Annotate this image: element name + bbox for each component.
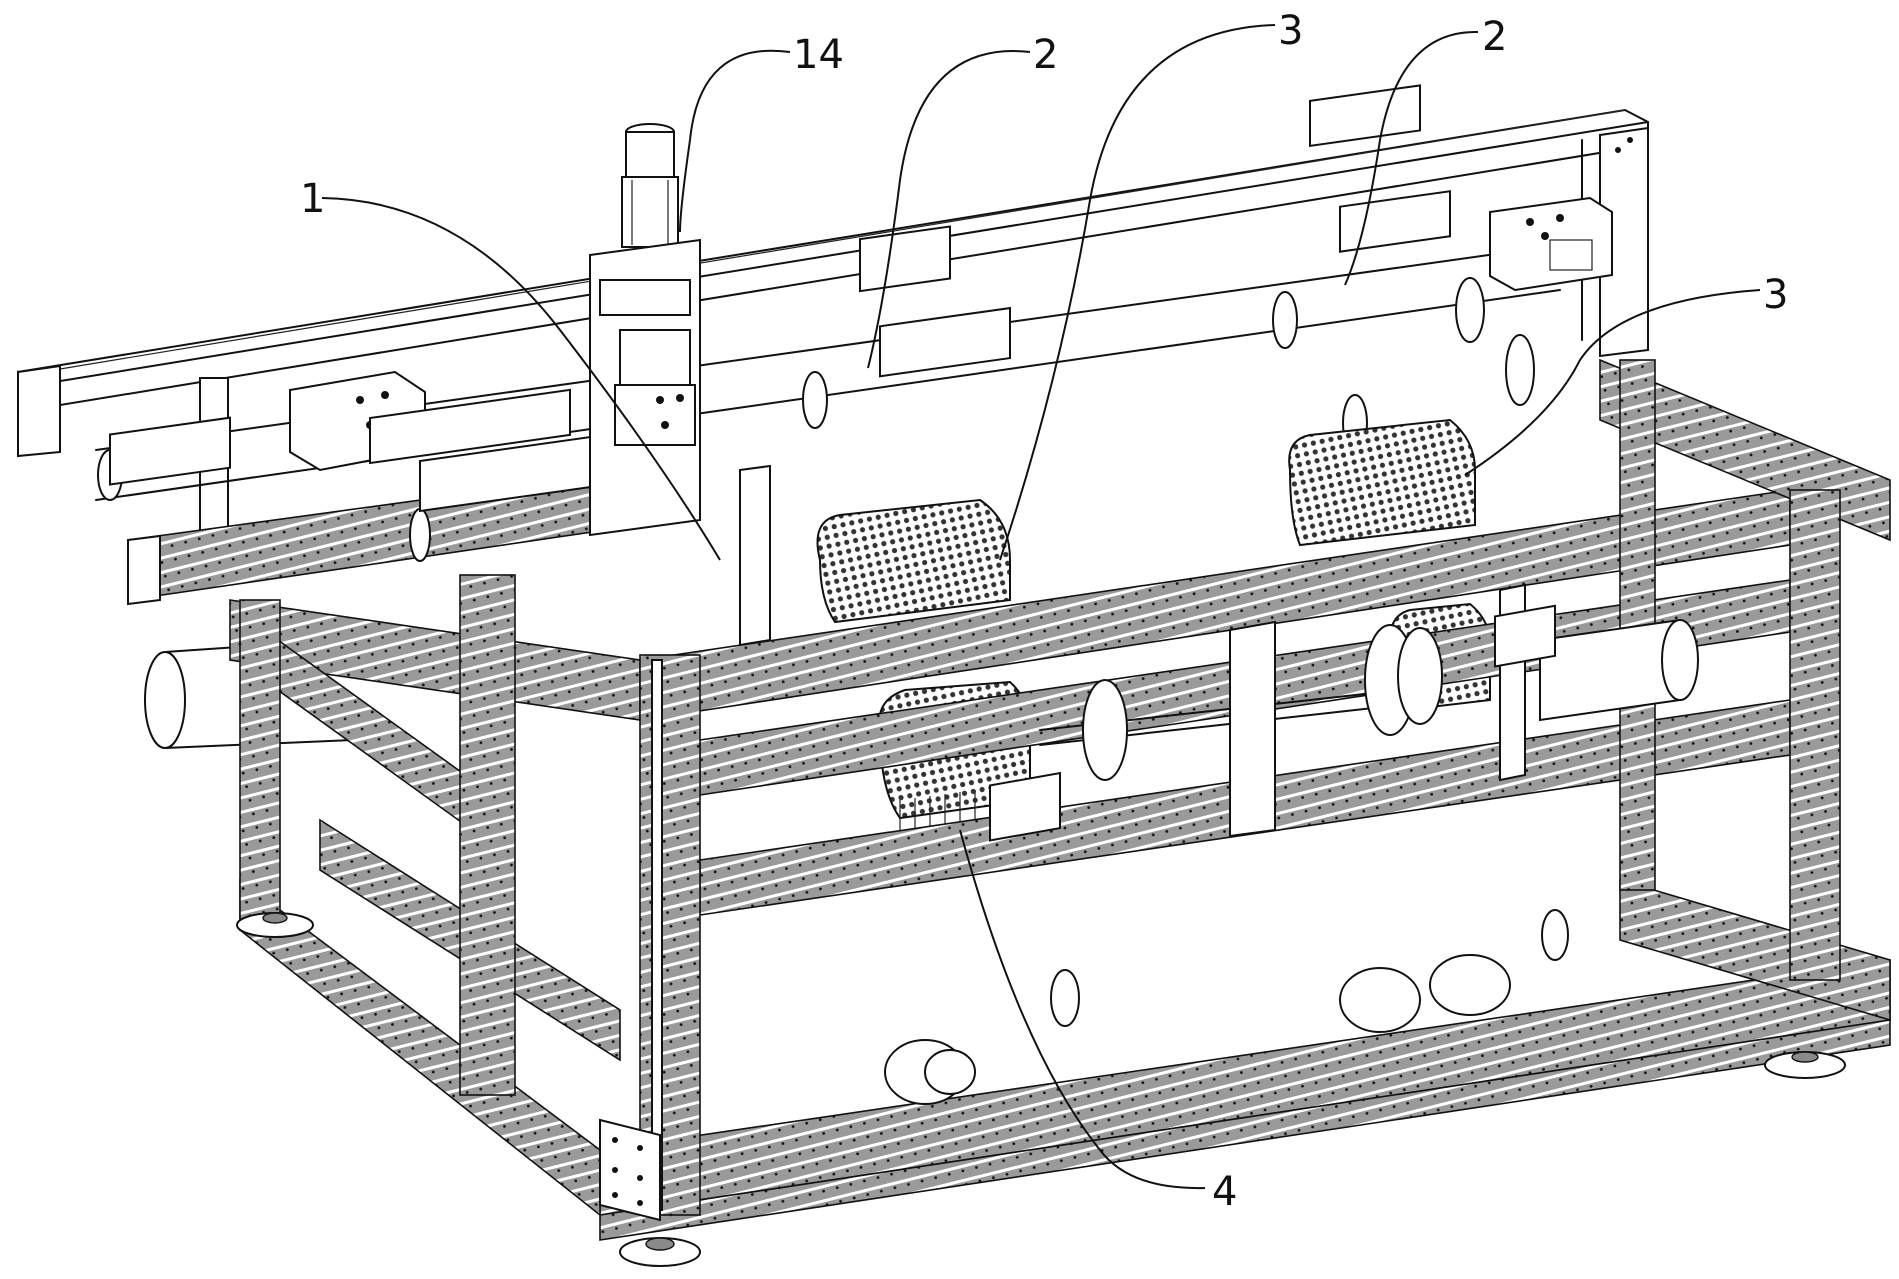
leader-14 — [679, 49, 791, 233]
left-support — [127, 377, 641, 749]
reference-numerals: 14 2 3 2 3 1 4 — [300, 8, 1788, 1215]
leader-lines — [321, 24, 1761, 1190]
leader-2-left — [867, 50, 1031, 369]
leader-2-right — [1344, 30, 1479, 286]
front-shaft-assembly — [1039, 583, 1699, 838]
label-1: 1 — [300, 176, 325, 222]
label-3-right: 3 — [1763, 272, 1788, 318]
top-beam — [17, 108, 1649, 458]
label-3-left: 3 — [1278, 8, 1303, 54]
label-14: 14 — [793, 32, 844, 78]
leader-3-right — [1464, 289, 1761, 476]
label-4: 4 — [1212, 1169, 1237, 1215]
roller-cylinders — [802, 84, 1535, 452]
leveling-feet — [236, 912, 1846, 1267]
rear-shafts — [95, 196, 1613, 562]
label-2-left: 2 — [1033, 32, 1058, 78]
leader-3-left — [999, 24, 1276, 561]
leader-1 — [321, 197, 721, 561]
label-2-right: 2 — [1482, 14, 1507, 60]
vertical-motor-assembly — [589, 123, 771, 647]
leader-4 — [959, 829, 1206, 1190]
lower-motors — [884, 604, 1569, 1105]
